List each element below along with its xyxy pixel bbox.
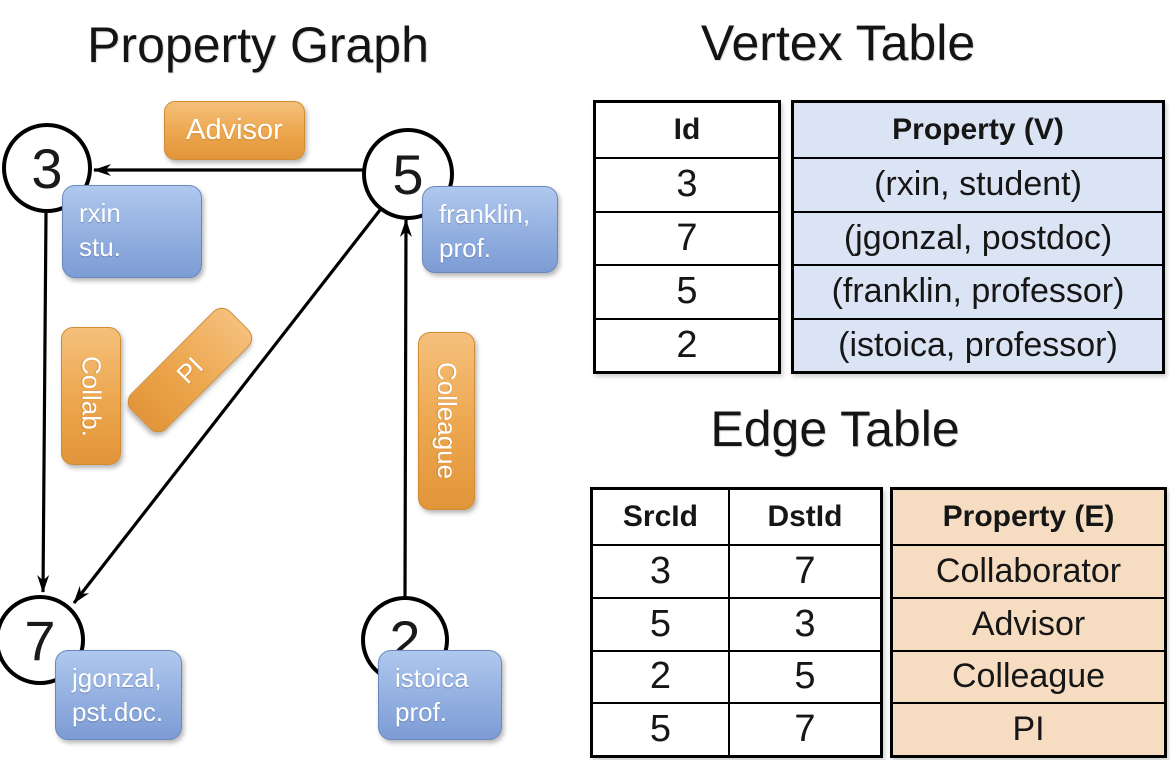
vertex-label-line: pst.doc. [72,697,164,728]
edge-colleague-2-to-5 [399,219,412,597]
edge-label-text: Colleague [432,362,462,480]
edge-table-ids-columns: SrcId DstId 3 7 5 3 2 5 5 7 [590,487,883,758]
edge-table-property-cell: Colleague [893,649,1164,703]
vertex-table-id-cell: 7 [596,210,778,265]
vertex-label-line: prof. [439,233,492,264]
edge-table-property-column: Property (E) Collaborator Advisor Collea… [890,487,1167,758]
vertex-label-jgonzal: jgonzal, pst.doc. [55,650,182,740]
edge-table-ids-header-row: SrcId DstId [593,490,880,544]
vertex-table-property-column: Property (V) (rxin, student) (jgonzal, p… [791,100,1165,374]
node-7-id: 7 [24,608,56,672]
edge-table-property-cell: Advisor [893,596,1164,650]
vertex-label-line: stu. [79,232,121,263]
vertex-label-istoica: istoica prof. [378,650,502,740]
edge-table-srcid-cell: 3 [649,549,672,592]
vertex-table-id-cell: 3 [596,157,778,211]
edge-table-dstid-cell: 7 [727,546,880,597]
edge-label-advisor: Advisor [164,101,305,160]
edge-table-ids-row: 5 3 [593,596,880,650]
node-3: 3 [2,123,92,213]
vertex-table-property-cell: (istoica, professor) [794,317,1162,371]
edge-table-dstid-cell: 3 [727,598,880,650]
vertex-label-line: rxin [79,198,121,228]
vertex-label-line: istoica [395,663,469,693]
edge-table-srcid-header: SrcId [622,500,698,533]
edge-table-property-cell: Collaborator [893,544,1164,597]
vertex-table-property-cell: (jgonzal, postdoc) [794,210,1162,264]
vertex-table-id-header: Id [673,113,701,146]
edge-table-title: Edge Table [710,401,960,457]
edge-pi-5-to-7 [72,209,382,604]
edge-label-colleague: Colleague [418,332,475,510]
edge-table-ids-row: 2 5 [593,649,880,703]
vertex-table-id-column: Id 3 7 5 2 [593,100,781,374]
property-graph-title: Property Graph [87,17,429,73]
edge-table-ids-row: 3 7 [593,544,880,597]
edge-label-text: Collab. [76,355,107,437]
node-3-id: 3 [31,136,63,200]
edge-table-property-header: Property (E) [893,490,1164,544]
edge-label-text: PI [170,350,209,389]
edge-table-dstid-header: DstId [727,490,880,544]
edge-table-dstid-cell: 5 [727,651,880,703]
edge-table-ids-row: 5 7 [593,702,880,755]
vertex-table-title: Vertex Table [700,15,976,71]
edge-collab-3-to-7 [37,212,50,593]
edge-table-property-cell: PI [893,702,1164,755]
vertex-table-id-cell: 5 [596,264,778,318]
edge-table-srcid-cell: 5 [649,708,672,751]
vertex-label-rxin: rxin stu. [62,185,202,278]
vertex-label-line: prof. [395,697,448,728]
vertex-label-line: jgonzal, [72,663,162,693]
vertex-table-property-header: Property (V) [794,103,1162,157]
vertex-table-id-cell: 2 [596,317,778,372]
edge-label-text: Advisor [186,114,283,146]
vertex-table-property-cell: (franklin, professor) [794,264,1162,318]
node-5-id: 5 [392,142,424,206]
edge-label-collab: Collab. [61,327,121,465]
vertex-label-line: franklin, [439,199,531,229]
edge-table-srcid-cell: 5 [649,602,672,645]
edge-table-srcid-cell: 2 [649,655,672,698]
edge-table-dstid-cell: 7 [727,704,880,755]
vertex-label-franklin: franklin, prof. [422,186,558,273]
vertex-table-property-cell: (rxin, student) [794,157,1162,211]
